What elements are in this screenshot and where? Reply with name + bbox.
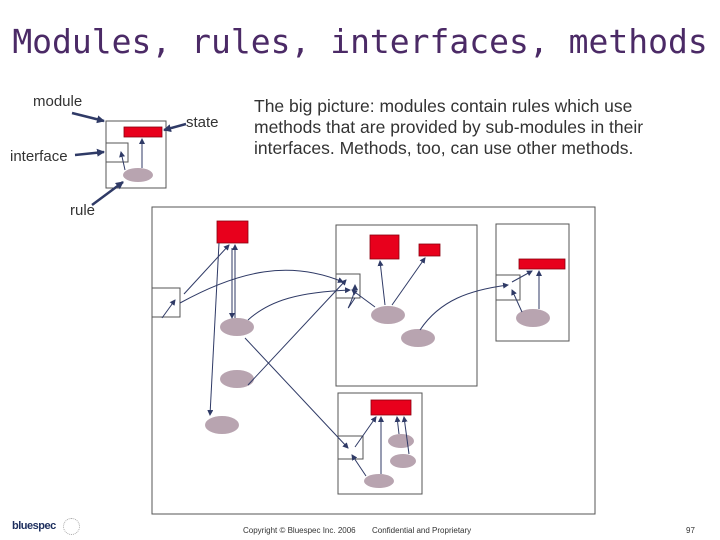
interface-label: interface — [10, 148, 68, 165]
submodule-b-state — [518, 258, 566, 270]
submodule-c-state — [370, 399, 412, 416]
legend-interface — [105, 142, 129, 163]
submodule-c-interface — [337, 435, 364, 460]
page-number: 97 — [686, 526, 695, 535]
legend-state — [123, 126, 163, 138]
submodule-a-state-2 — [418, 243, 441, 257]
submodule-a-interface — [335, 273, 361, 299]
submodule-b-rule — [516, 309, 550, 327]
submodule-c-rule-3 — [364, 474, 394, 488]
confidential-text: Confidential and Proprietary — [372, 526, 472, 535]
module-pointer-arrow — [71, 111, 105, 124]
main-rule-1 — [220, 318, 254, 336]
submodule-b-interface — [495, 274, 521, 301]
submodule-a-rule-1 — [371, 306, 405, 324]
submodule-a-state-1 — [369, 234, 400, 260]
bluespec-logo: bluespec — [12, 520, 56, 532]
legend-rule — [123, 168, 153, 182]
submodule-c-rule-1 — [388, 434, 414, 448]
state-label: state — [186, 114, 219, 131]
module-label: module — [33, 93, 83, 110]
interface-pointer-arrow — [74, 148, 105, 157]
logo-mark-icon — [63, 518, 80, 535]
state-pointer-arrow — [163, 122, 187, 133]
main-rule-3 — [205, 416, 239, 434]
rule-pointer-arrow — [91, 180, 124, 207]
legend-module — [105, 120, 167, 189]
main-state — [216, 220, 249, 244]
submodule-a-box — [335, 224, 478, 387]
slide-title: Modules, rules, interfaces, methods — [12, 22, 708, 61]
submodule-a-rule-2 — [401, 329, 435, 347]
copyright-text: Copyright © Bluespec Inc. 2006 — [243, 526, 356, 535]
submodule-c-rule-2 — [390, 454, 416, 468]
description-text: The big picture: modules contain rules w… — [254, 96, 644, 158]
method-arrows — [161, 242, 542, 477]
main-rule-2 — [220, 370, 254, 388]
rule-label: rule — [70, 202, 96, 219]
